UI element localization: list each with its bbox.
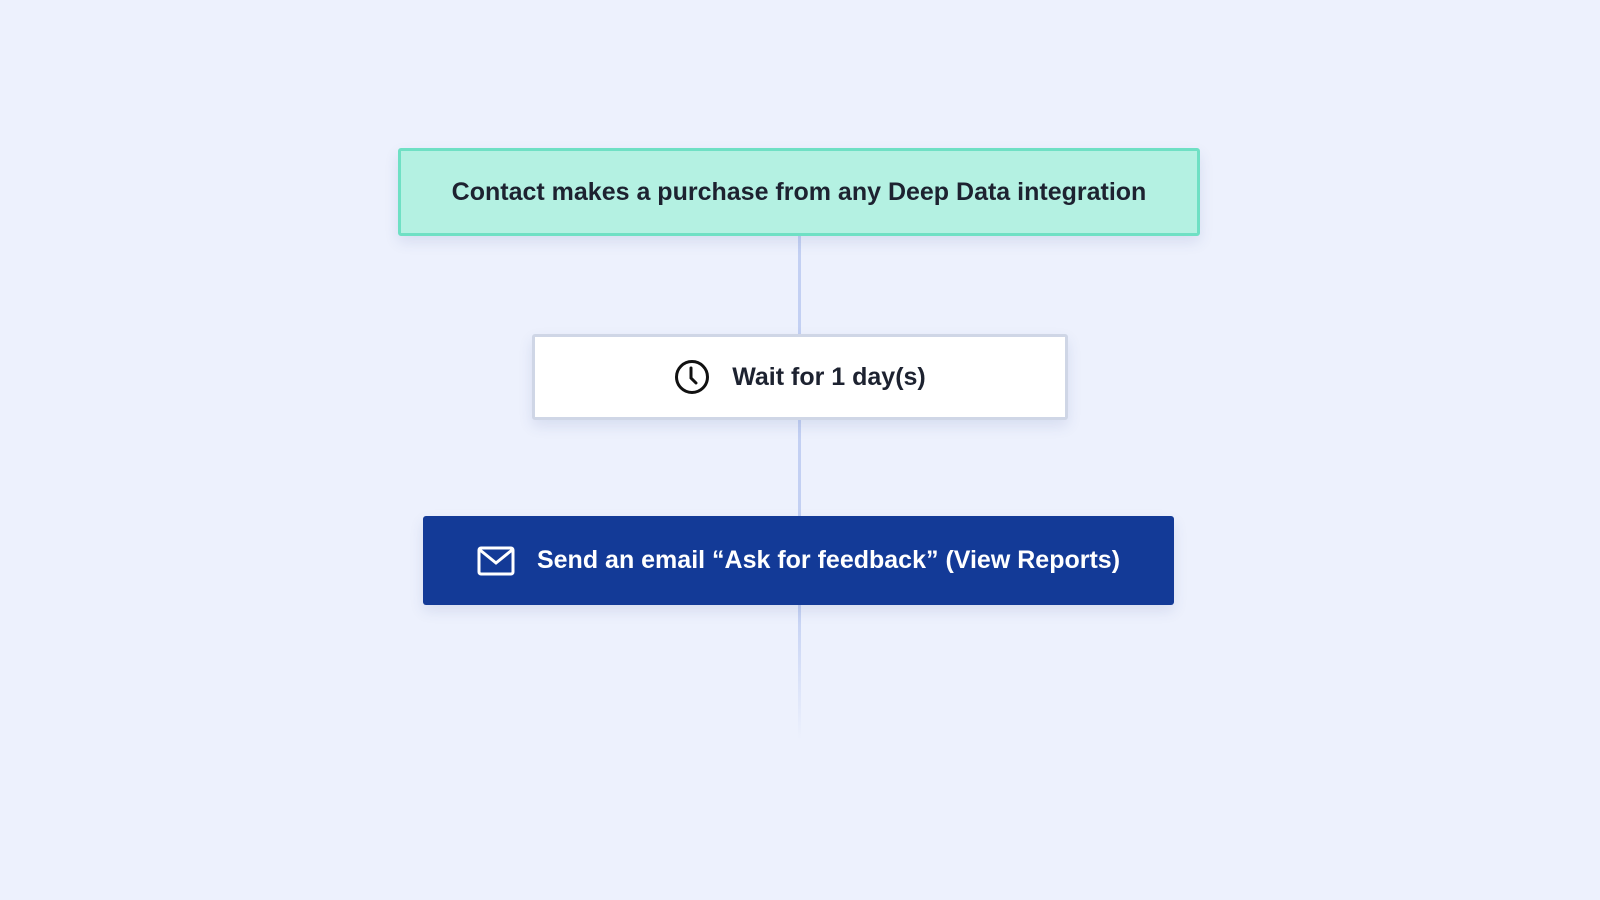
clock-icon (674, 359, 710, 395)
send-email-node[interactable]: Send an email “Ask for feedback” (View R… (423, 516, 1174, 605)
connector-wait-email (798, 420, 801, 516)
trigger-node[interactable]: Contact makes a purchase from any Deep D… (398, 148, 1200, 236)
connector-email-end (798, 605, 801, 740)
trigger-label: Contact makes a purchase from any Deep D… (451, 177, 1147, 206)
connector-trigger-wait (798, 236, 801, 334)
send-email-label: Send an email “Ask for feedback” (View R… (536, 546, 1121, 574)
wait-label: Wait for 1 day(s) (732, 362, 926, 391)
envelope-icon (477, 546, 515, 576)
wait-node[interactable]: Wait for 1 day(s) (532, 334, 1068, 420)
